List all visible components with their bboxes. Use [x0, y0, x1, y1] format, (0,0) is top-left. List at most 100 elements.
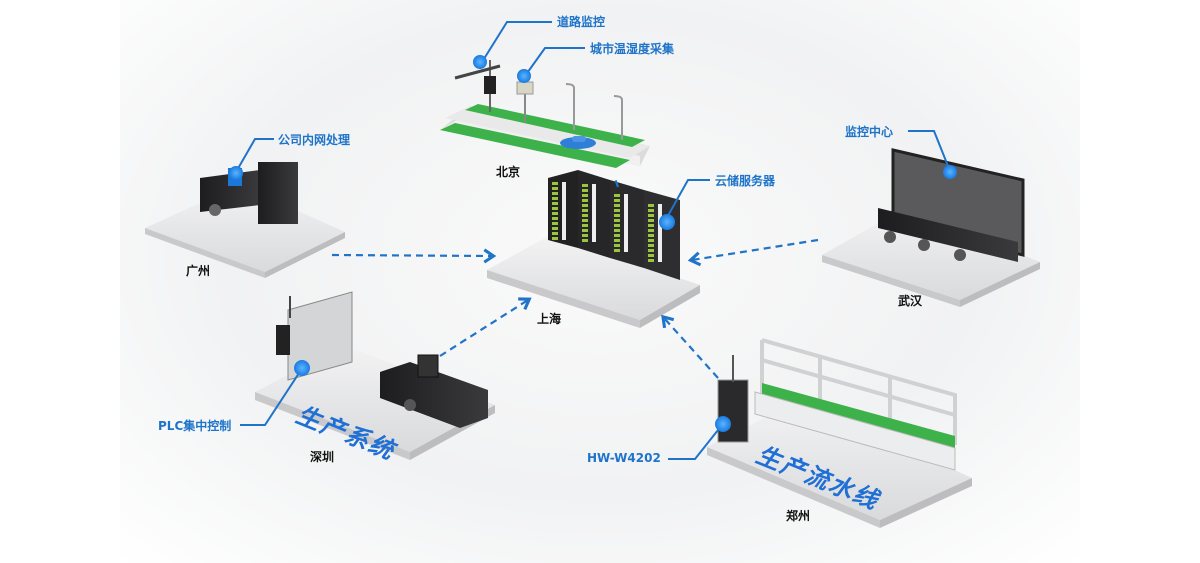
- car-icon: [560, 137, 596, 149]
- city-label-zhengzhou: 郑州: [786, 509, 811, 523]
- rack-led: [552, 212, 558, 215]
- rack-led: [648, 224, 654, 227]
- shenzhen-platform: [255, 291, 495, 460]
- rack-led: [614, 224, 620, 227]
- rack-led: [582, 234, 588, 237]
- guangzhou-platform: [145, 162, 345, 278]
- city-label-beijing: 北京: [496, 165, 521, 179]
- chair-icon: [404, 399, 416, 411]
- rack-led: [582, 184, 588, 187]
- rack-led: [648, 234, 654, 237]
- leader-hw-w4202: [668, 424, 723, 460]
- city-label-shanghai: 上海: [537, 312, 562, 326]
- rack-panel: [592, 184, 596, 242]
- rack-led: [552, 227, 558, 230]
- rack-led: [582, 189, 588, 192]
- rack-led: [552, 237, 558, 240]
- dot-intranet: [229, 166, 243, 180]
- arrow-shenzhen-shanghai: [439, 297, 532, 357]
- callout-leaders: [235, 21, 951, 460]
- rack-led: [614, 204, 620, 207]
- rack-led: [648, 214, 654, 217]
- plc-device-icon: [276, 325, 290, 355]
- chair-icon: [209, 204, 221, 216]
- zhengzhou-platform: [707, 338, 972, 528]
- server-cabinet: [258, 162, 298, 224]
- rack-led: [552, 187, 558, 190]
- rack-led: [552, 192, 558, 195]
- shanghai-platform: [487, 170, 700, 328]
- rack-led: [552, 197, 558, 200]
- rack-led: [648, 254, 654, 257]
- rack-led: [582, 204, 588, 207]
- city-label-shenzhen: 深圳: [310, 450, 335, 464]
- arrow-guangzhou-shanghai: [331, 248, 497, 264]
- callout-cloud-server: 云储服务器: [715, 174, 776, 188]
- road-green-strip-near: [440, 123, 630, 168]
- rack-led: [648, 244, 654, 247]
- office-desk: [200, 170, 260, 212]
- city-label-guangzhou: 广州: [186, 264, 211, 278]
- humidity-sensor-icon: [516, 81, 534, 95]
- city-label-wuhan: 武汉: [898, 294, 923, 308]
- rack-led: [648, 204, 654, 207]
- dot-cloud-server: [659, 214, 675, 230]
- camera-box-icon: [484, 76, 496, 94]
- beijing-platform: [440, 60, 650, 168]
- hw-w4202-device: [717, 379, 749, 443]
- arrow-zhengzhou-shanghai: [661, 314, 719, 379]
- rack-led: [614, 244, 620, 247]
- dot-hw-w4202: [715, 416, 731, 432]
- rack-led: [614, 214, 620, 217]
- dot-monitor-center: [943, 165, 957, 179]
- server-racks: [548, 170, 680, 280]
- dot-plc: [294, 360, 310, 376]
- rack-led: [552, 232, 558, 235]
- callout-plc-control: PLC集中控制: [158, 419, 232, 433]
- rack-led: [614, 194, 620, 197]
- rack-led: [582, 219, 588, 222]
- rack-led: [614, 239, 620, 242]
- leader-plc: [240, 366, 304, 426]
- rack-led: [648, 249, 654, 252]
- callout-road-monitor: 道路监控: [557, 15, 606, 29]
- console-desk: [878, 208, 1018, 262]
- wuhan-platform: [822, 148, 1040, 307]
- plc-cabinet: [287, 291, 353, 381]
- rack-led: [552, 202, 558, 205]
- dot-road-monitor: [473, 55, 487, 69]
- rack-led: [648, 219, 654, 222]
- arrow-wuhan-shanghai: [687, 238, 819, 267]
- chair-icon: [918, 239, 930, 251]
- operator-desk: [380, 362, 488, 428]
- callout-hw-w4202: HW-W4202: [587, 451, 661, 465]
- chair-icon: [884, 231, 896, 243]
- rack-panel: [624, 194, 628, 252]
- rack-led: [614, 219, 620, 222]
- rack-led: [648, 229, 654, 232]
- arrow-beijing-shanghai: [612, 175, 620, 188]
- leader-cloud-server: [664, 179, 710, 222]
- rack-led: [648, 259, 654, 262]
- rack-led: [582, 209, 588, 212]
- rack-led: [552, 182, 558, 185]
- rack-led: [614, 229, 620, 232]
- road-green-strip-far: [465, 104, 645, 147]
- leader-humidity: [524, 47, 585, 77]
- callout-monitor-center: 监控中心: [845, 125, 894, 139]
- rack-led: [552, 222, 558, 225]
- chair-icon: [954, 249, 966, 261]
- rack-led: [582, 229, 588, 232]
- rack-led: [582, 199, 588, 202]
- leader-road-monitor: [481, 21, 552, 63]
- rack-led: [552, 207, 558, 210]
- rack-panel: [562, 182, 566, 240]
- connections: [331, 175, 819, 379]
- leader-intranet: [235, 138, 274, 173]
- rack-led: [582, 224, 588, 227]
- callout-humidity-collection: 城市温湿度采集: [590, 42, 675, 56]
- leader-monitor-center: [908, 130, 951, 172]
- rack-led: [552, 217, 558, 220]
